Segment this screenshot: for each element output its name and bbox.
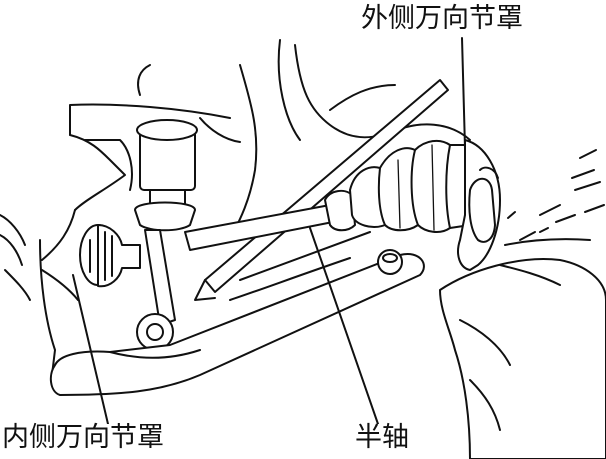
inner-cv-boot-label: 内侧万向节罩 [2, 422, 164, 453]
tie-rod [194, 79, 449, 301]
leader-inner-boot [72, 274, 109, 425]
hand [439, 139, 606, 459]
steering-link [136, 229, 176, 351]
half-shaft-shape [184, 189, 356, 251]
leader-outer-boot [461, 37, 466, 149]
outer-cv-boot-label: 外侧万向节罩 [361, 3, 523, 34]
half-shaft-label: 半轴 [355, 422, 409, 453]
inner-cv-boot-shape [79, 224, 141, 288]
strut [134, 119, 198, 232]
motion-marks [507, 149, 605, 241]
leader-half-shaft [309, 227, 379, 425]
leader-lines [72, 37, 466, 425]
